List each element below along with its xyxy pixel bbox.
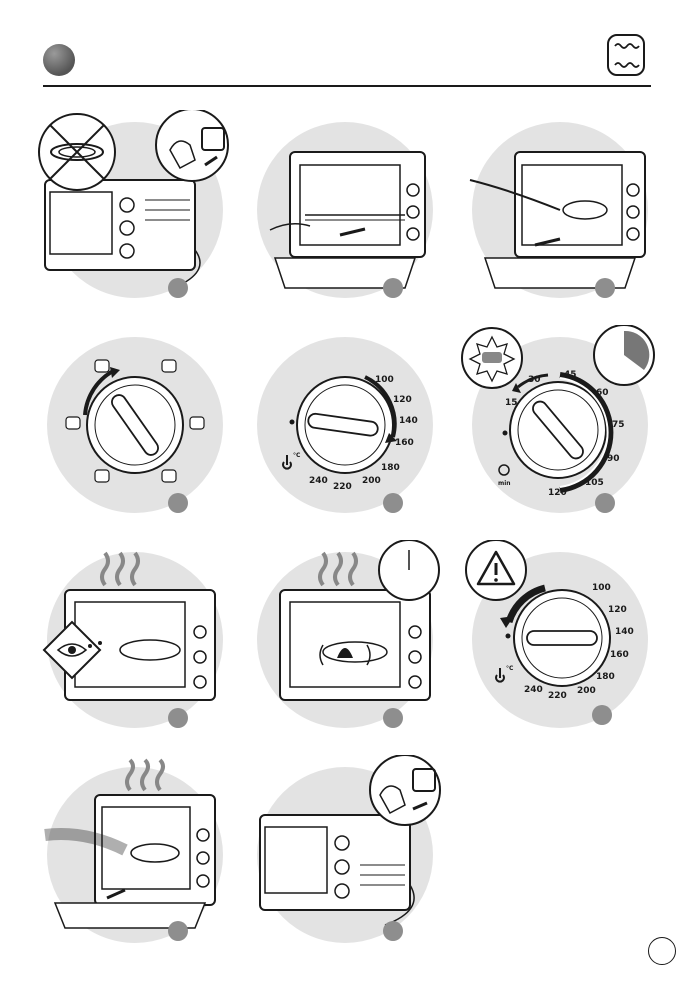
thermostat-label-140: 140 bbox=[399, 416, 418, 426]
section-marker-icon bbox=[43, 44, 75, 76]
timer-label-75: 75 bbox=[612, 420, 625, 430]
step-6-panel: min 15 30 45 60 75 90 105 120 bbox=[460, 325, 660, 515]
indicator-light-icon bbox=[462, 328, 522, 388]
thermostat-unit: °C bbox=[293, 452, 301, 459]
timer-label-30: 30 bbox=[528, 375, 541, 385]
oven-icon bbox=[260, 815, 414, 925]
step-7-badge bbox=[168, 708, 188, 728]
thermostat-off-label-120: 120 bbox=[608, 605, 627, 615]
thermostat-off-label-200: 200 bbox=[577, 686, 596, 696]
thermostat-label-160: 160 bbox=[395, 438, 414, 448]
step-3-badge bbox=[595, 278, 615, 298]
step-9-panel: °C 100 120 140 160 180 200 220 240 bbox=[460, 540, 660, 730]
thermostat-label-200: 200 bbox=[362, 476, 381, 486]
step-9-badge bbox=[592, 705, 612, 725]
thermostat-label-220: 220 bbox=[333, 482, 352, 492]
thermostat-label-100: 100 bbox=[375, 375, 394, 385]
step-8-badge bbox=[383, 708, 403, 728]
step-4-badge bbox=[168, 493, 188, 513]
step-11-panel bbox=[245, 755, 445, 945]
unplug-socket-icon bbox=[370, 755, 440, 825]
timer-label-90: 90 bbox=[607, 454, 620, 464]
clock-icon bbox=[379, 540, 439, 600]
step-2-badge bbox=[383, 278, 403, 298]
step-5-badge bbox=[383, 493, 403, 513]
thermostat-off-label-160: 160 bbox=[610, 650, 629, 660]
plug-socket-icon bbox=[156, 110, 228, 181]
step-11-badge bbox=[383, 921, 403, 941]
thermostat-off-label-220: 220 bbox=[548, 691, 567, 701]
step-6-badge bbox=[595, 493, 615, 513]
thermostat-label-180: 180 bbox=[381, 463, 400, 473]
timer-label-105: 105 bbox=[585, 478, 604, 488]
step-10-panel bbox=[30, 755, 230, 945]
step-1-badge bbox=[168, 278, 188, 298]
step-4-panel bbox=[30, 325, 230, 515]
page-number bbox=[648, 937, 676, 965]
thermostat-off-label-240: 240 bbox=[524, 685, 543, 695]
timer-label-120: 120 bbox=[548, 488, 567, 498]
thermostat-off-label-140: 140 bbox=[615, 627, 634, 637]
top-bottom-heat-icon bbox=[606, 33, 646, 77]
oven-icon bbox=[45, 180, 200, 285]
open-oven-icon bbox=[270, 152, 425, 288]
clock-icon bbox=[594, 325, 654, 385]
timer-unit: min bbox=[498, 480, 511, 487]
step-8-panel bbox=[245, 540, 445, 730]
step-2-panel bbox=[245, 110, 445, 300]
step-5-panel: °C 100 120 140 160 180 200 220 240 bbox=[245, 325, 445, 515]
thermostat-off-label-100: 100 bbox=[592, 583, 611, 593]
step-10-badge bbox=[168, 921, 188, 941]
step-3-panel bbox=[460, 110, 660, 300]
tangled-cord-crossed-icon bbox=[39, 114, 115, 190]
thermostat-off-label-180: 180 bbox=[596, 672, 615, 682]
header-divider bbox=[43, 85, 651, 87]
timer-label-45: 45 bbox=[564, 370, 577, 380]
thermostat-label-240: 240 bbox=[309, 476, 328, 486]
step-1-panel bbox=[30, 110, 230, 300]
thermostat-label-120: 120 bbox=[393, 395, 412, 405]
timer-label-60: 60 bbox=[596, 388, 609, 398]
warning-icon bbox=[466, 540, 526, 600]
step-7-panel bbox=[30, 540, 230, 730]
timer-label-15: 15 bbox=[505, 398, 518, 408]
thermostat-off-unit: °C bbox=[506, 665, 514, 672]
